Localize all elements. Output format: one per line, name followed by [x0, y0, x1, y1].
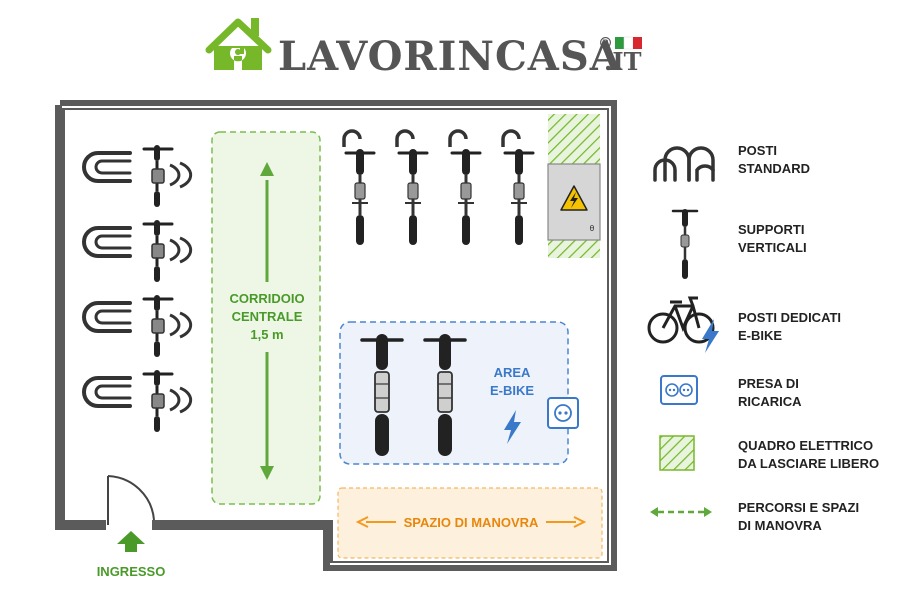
- italy-flag-icon: [615, 36, 642, 50]
- rack-bike: [82, 368, 193, 434]
- legend-label-5b: DA LASCIARE LIBERO: [738, 456, 879, 471]
- brand-name: LAVORINCASA: [278, 33, 622, 80]
- legend-label-4a: PRESA DI: [738, 376, 799, 391]
- entrance-arrow-icon: [117, 531, 145, 552]
- charging-outlet-icon: [547, 397, 579, 429]
- legend-item-routes: PERCORSI E SPAZI DI MANOVRA: [650, 500, 859, 533]
- legend-label-3a: POSTI DEDICATI: [738, 310, 841, 325]
- rack-bike: [82, 218, 193, 284]
- ebike-area-label-line-2: E-BIKE: [490, 383, 534, 398]
- corridor-label-line-1: CORRIDOIO: [229, 291, 304, 306]
- legend-label-5a: QUADRO ELETTRICO: [738, 438, 873, 453]
- outlet-icon: [660, 375, 698, 405]
- high-voltage-warning-icon: [560, 185, 588, 211]
- legend-label-3b: E-BIKE: [738, 328, 782, 343]
- legend-item-outlet: PRESA DI RICARICA: [660, 375, 802, 409]
- legend-item-panel: QUADRO ELETTRICO DA LASCIARE LIBERO: [659, 435, 879, 471]
- rack-bike: [82, 293, 193, 359]
- dashed-arrow-icon: [650, 507, 712, 517]
- legend-label-1a: POSTI: [738, 143, 777, 158]
- entrance-label: INGRESSO: [97, 564, 166, 579]
- standard-rack-bikes: [82, 143, 193, 434]
- vertical-bike: [395, 129, 429, 247]
- vertical-bike: [501, 129, 535, 247]
- ebike-area-label-line-1: AREA: [494, 365, 531, 380]
- electrical-panel-area: θ: [547, 114, 601, 258]
- maneuver-label: SPAZIO DI MANOVRA: [404, 515, 539, 530]
- legend-item-ebike: POSTI DEDICATI E-BIKE: [647, 296, 841, 353]
- legend-item-vertical: SUPPORTI VERTICALI: [671, 207, 807, 281]
- brand-tld: .IT: [604, 47, 642, 76]
- legend: POSTI STANDARD SUPPORTI VERTICALI POSTI …: [647, 143, 879, 533]
- vertical-bike: [342, 129, 376, 247]
- u-rack-icon: [653, 146, 715, 182]
- e-bike-bolt-icon: [702, 319, 719, 353]
- legend-label-6a: PERCORSI E SPAZI: [738, 500, 859, 515]
- central-corridor: CORRIDOIO CENTRALE 1,5 m: [211, 131, 321, 505]
- entrance: INGRESSO: [97, 531, 166, 579]
- brand-registered: ®: [598, 34, 613, 52]
- hatch-icon: [659, 435, 695, 471]
- vertical-bike-icon: [671, 207, 699, 281]
- e-bike-icon: [647, 296, 715, 344]
- legend-item-standard: POSTI STANDARD: [653, 143, 810, 182]
- panel-mark: θ: [590, 224, 595, 233]
- legend-label-2a: SUPPORTI: [738, 222, 804, 237]
- room-walls: [55, 100, 617, 571]
- brand-logo: LAVORINCASA ® .IT: [205, 18, 642, 80]
- house-wrench-icon: [205, 18, 272, 70]
- legend-label-6b: DI MANOVRA: [738, 518, 822, 533]
- corridor-arrow: [260, 162, 274, 480]
- rack-bike: [82, 143, 193, 209]
- ebike-area: AREA E-BIKE: [339, 321, 579, 465]
- legend-label-1b: STANDARD: [738, 161, 810, 176]
- vertical-support-bikes: [342, 129, 535, 247]
- entrance-door: [107, 475, 155, 525]
- maneuver-space: SPAZIO DI MANOVRA: [337, 487, 603, 559]
- corridor-label-line-3: 1,5 m: [250, 327, 283, 342]
- legend-label-2b: VERTICALI: [738, 240, 807, 255]
- corridor-label-line-2: CENTRALE: [232, 309, 303, 324]
- legend-label-4b: RICARICA: [738, 394, 802, 409]
- vertical-bike: [448, 129, 482, 247]
